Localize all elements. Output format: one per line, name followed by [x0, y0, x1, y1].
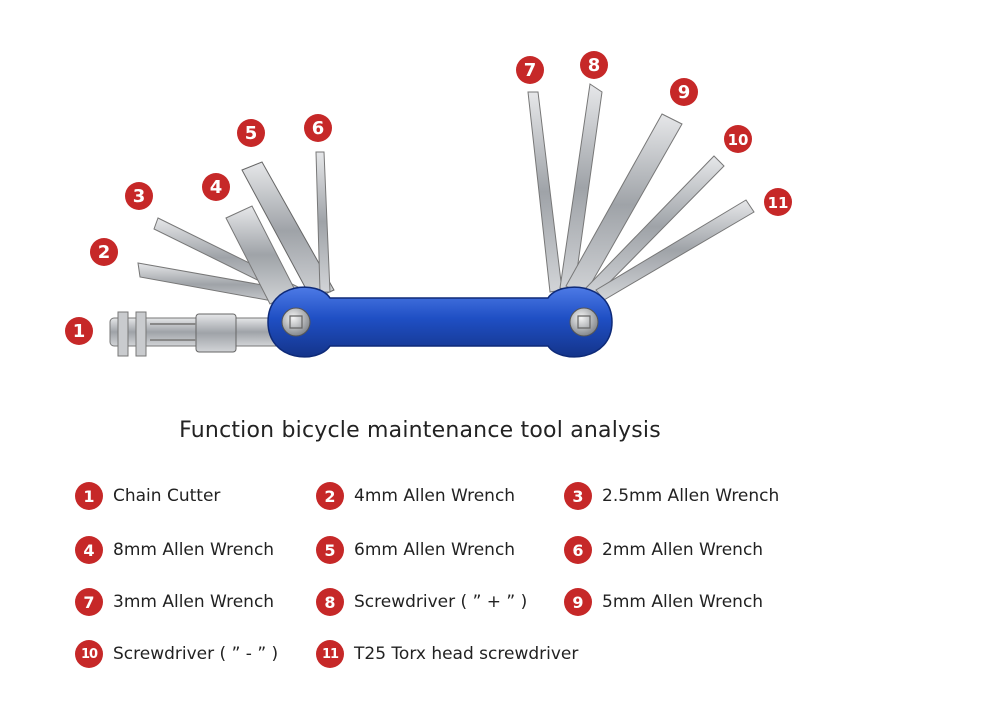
multi-tool-illustration: 1 2 3 4 5 6 7 8 9 10 11 [65, 51, 792, 358]
legend-item: 6 2mm Allen Wrench [564, 535, 763, 565]
figure-title: Function bicycle maintenance tool analys… [179, 418, 661, 443]
legend-label: 6mm Allen Wrench [354, 540, 516, 560]
callout-4: 4 [202, 173, 230, 201]
legend-label: 3mm Allen Wrench [113, 592, 275, 612]
svg-text:3: 3 [133, 186, 146, 207]
svg-text:7: 7 [524, 60, 537, 81]
legend-item: 7 3mm Allen Wrench [75, 587, 274, 617]
legend-badge: 4 [75, 536, 103, 564]
legend-item: 2 4mm Allen Wrench [316, 481, 515, 511]
legend-label: 2.5mm Allen Wrench [602, 486, 780, 506]
legend-item: 11 T25 Torx head screwdriver [316, 639, 578, 669]
legend-badge: 11 [316, 640, 344, 668]
legend-label: Chain Cutter [113, 486, 221, 506]
legend-item: 10 Screwdriver ( ” - ” ) [75, 639, 278, 669]
tool-handle [267, 286, 613, 358]
svg-text:11: 11 [768, 194, 789, 212]
legend-badge: 3 [564, 482, 592, 510]
callout-6: 6 [304, 114, 332, 142]
legend-badge: 1 [75, 482, 103, 510]
chain-cutter [109, 311, 291, 357]
svg-text:1: 1 [73, 321, 86, 342]
legend-item: 5 6mm Allen Wrench [316, 535, 515, 565]
callout-5: 5 [237, 119, 265, 147]
callout-3: 3 [125, 182, 153, 210]
svg-text:10: 10 [728, 131, 749, 149]
legend-label: 4mm Allen Wrench [354, 486, 516, 506]
callout-10: 10 [724, 125, 752, 153]
legend-label: 5mm Allen Wrench [602, 592, 764, 612]
svg-text:9: 9 [678, 82, 691, 103]
legend-badge: 6 [564, 536, 592, 564]
legend-item: 4 8mm Allen Wrench [75, 535, 274, 565]
legend-badge: 8 [316, 588, 344, 616]
svg-text:4: 4 [210, 177, 223, 198]
svg-text:2: 2 [98, 242, 111, 263]
svg-text:6: 6 [312, 118, 325, 139]
callout-8: 8 [580, 51, 608, 79]
svg-text:5: 5 [245, 123, 258, 144]
legend-label: Screwdriver ( ” - ” ) [113, 644, 279, 664]
legend-badge: 10 [75, 640, 103, 668]
legend-item: 9 5mm Allen Wrench [564, 587, 763, 617]
legend-item: 3 2.5mm Allen Wrench [564, 481, 779, 511]
allen-wrench-5 [241, 161, 335, 301]
legend-badge: 2 [316, 482, 344, 510]
svg-text:8: 8 [588, 55, 601, 76]
legend-badge: 7 [75, 588, 103, 616]
allen-wrench-6 [315, 151, 331, 293]
legend-label: 2mm Allen Wrench [602, 540, 764, 560]
legend-item: 1 Chain Cutter [75, 481, 220, 511]
legend-item: 8 Screwdriver ( ” + ” ) [316, 587, 527, 617]
legend-badge: 5 [316, 536, 344, 564]
legend-label: 8mm Allen Wrench [113, 540, 275, 560]
legend-badge: 9 [564, 588, 592, 616]
allen-wrench-7 [527, 91, 563, 293]
legend-label: Screwdriver ( ” + ” ) [354, 592, 528, 612]
callout-7: 7 [516, 56, 544, 84]
callout-2: 2 [90, 238, 118, 266]
callout-11: 11 [764, 188, 792, 216]
callout-9: 9 [670, 78, 698, 106]
legend-label: T25 Torx head screwdriver [354, 644, 579, 664]
callout-1: 1 [65, 317, 93, 345]
